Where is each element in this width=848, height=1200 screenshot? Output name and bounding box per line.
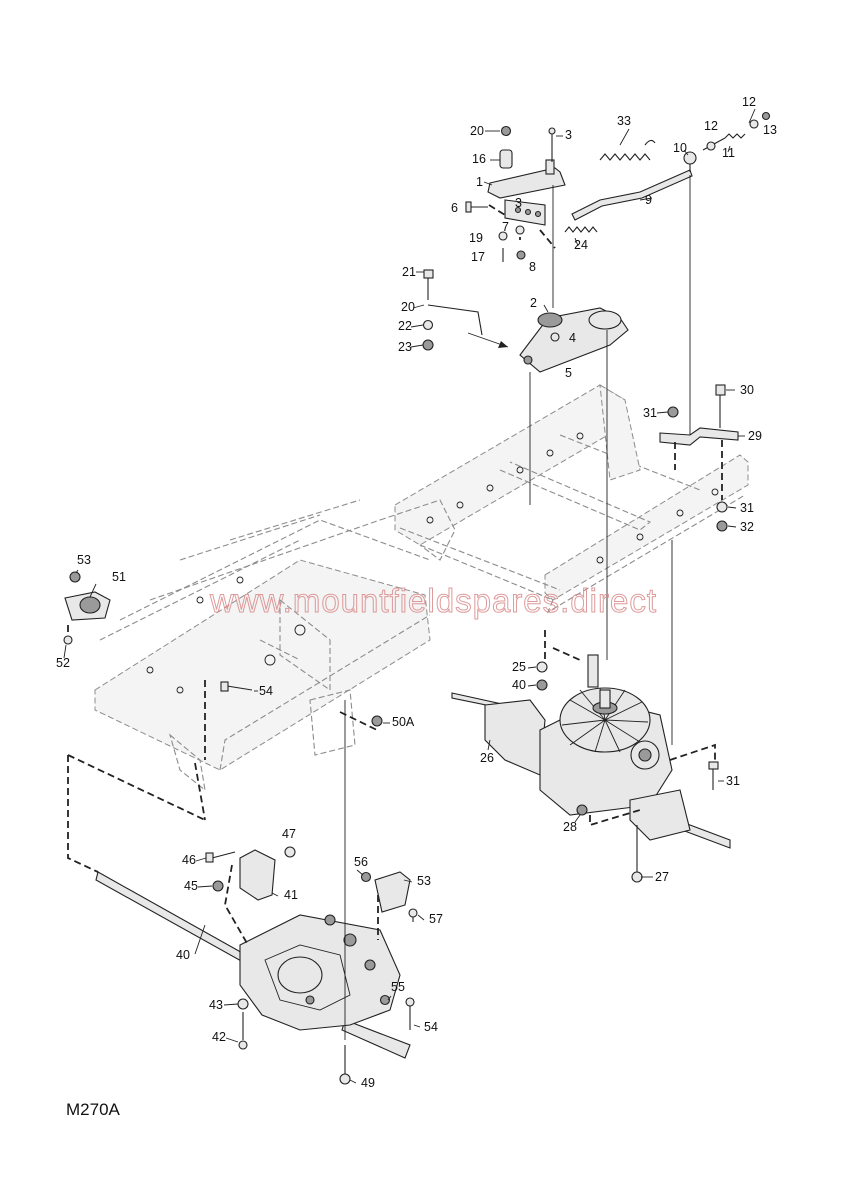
callout-46: 47 <box>282 827 296 841</box>
bolt-51 <box>220 681 229 692</box>
control-linkage-assembly <box>465 111 771 435</box>
bearing-flange <box>63 571 111 645</box>
callout-8: 8 <box>529 260 536 274</box>
callout-17: 20 <box>470 124 484 138</box>
drawing-code: M270A <box>66 1100 121 1119</box>
callout-31a: 31 <box>643 406 657 420</box>
callout-31b: 32 <box>740 520 754 534</box>
callout-9: 9 <box>645 193 652 207</box>
callout-2: 2 <box>530 296 537 310</box>
callout-57: 57 <box>429 912 443 926</box>
callout-54: 54 <box>424 1020 438 1034</box>
callout-52: 53 <box>77 553 91 567</box>
callout-19: 21 <box>402 265 416 279</box>
callout-21: 23 <box>398 340 412 354</box>
callout-51: 54 <box>259 684 273 698</box>
left-transaxle <box>67 700 418 1085</box>
callout-42: 42 <box>212 1030 226 1044</box>
callout-27: 29 <box>748 429 762 443</box>
callout-10: 10 <box>673 141 687 155</box>
chassis-frame <box>94 384 749 792</box>
callout-15: 17 <box>471 250 485 264</box>
callout-28: 30 <box>740 383 754 397</box>
callout-33: 33 <box>617 114 631 128</box>
callout-23: 25 <box>512 660 526 674</box>
callout-13: 13 <box>763 123 777 137</box>
callout-14: 16 <box>472 152 486 166</box>
callout-40: 40 <box>176 948 190 962</box>
callout-5: 5 <box>565 366 572 380</box>
callout-55: 55 <box>391 980 405 994</box>
callout-43: 43 <box>209 998 223 1012</box>
callout-44: 45 <box>184 879 198 893</box>
callout-49: 50A <box>392 715 415 729</box>
callout-12b: 12 <box>742 95 756 109</box>
callout-47: 49 <box>361 1076 375 1090</box>
callout-22: 24 <box>574 238 588 252</box>
callout-3b: 3 <box>515 196 522 210</box>
callout-56: 56 <box>354 855 368 869</box>
pulley-belt-assembly <box>422 269 629 660</box>
callout-29: 31 <box>726 774 740 788</box>
callout-6: 6 <box>451 201 458 215</box>
callout-1: 1 <box>476 175 483 189</box>
watermark: www.mountfieldspares.direct <box>209 582 657 619</box>
callout-3: 3 <box>565 128 572 142</box>
callout-45: 46 <box>182 853 196 867</box>
cooling-fan <box>559 687 651 753</box>
callout-16: 19 <box>469 231 483 245</box>
callout-18: 20 <box>401 300 415 314</box>
callout-20: 22 <box>398 319 412 333</box>
right-transaxle <box>451 540 731 883</box>
callout-12a: 12 <box>704 119 718 133</box>
callout-11: 11 <box>722 146 735 160</box>
callout-30: 31 <box>740 501 754 515</box>
callout-24: 26 <box>480 751 494 765</box>
callout-25: 27 <box>655 870 669 884</box>
callout-50a: 52 <box>56 656 70 670</box>
callout-labels: 20 3 16 1 6 3 7 19 17 8 33 10 12 12 13 1… <box>56 95 777 1090</box>
callout-50: 51 <box>112 570 126 584</box>
callout-7: 7 <box>502 220 509 234</box>
callout-53: 53 <box>417 874 431 888</box>
leader-lines <box>63 108 756 1084</box>
callout-41: 41 <box>284 888 298 902</box>
callout-26: 28 <box>563 820 577 834</box>
callout-4: 4 <box>569 331 576 345</box>
torque-bracket <box>659 384 739 532</box>
callout-32: 40 <box>512 678 526 692</box>
